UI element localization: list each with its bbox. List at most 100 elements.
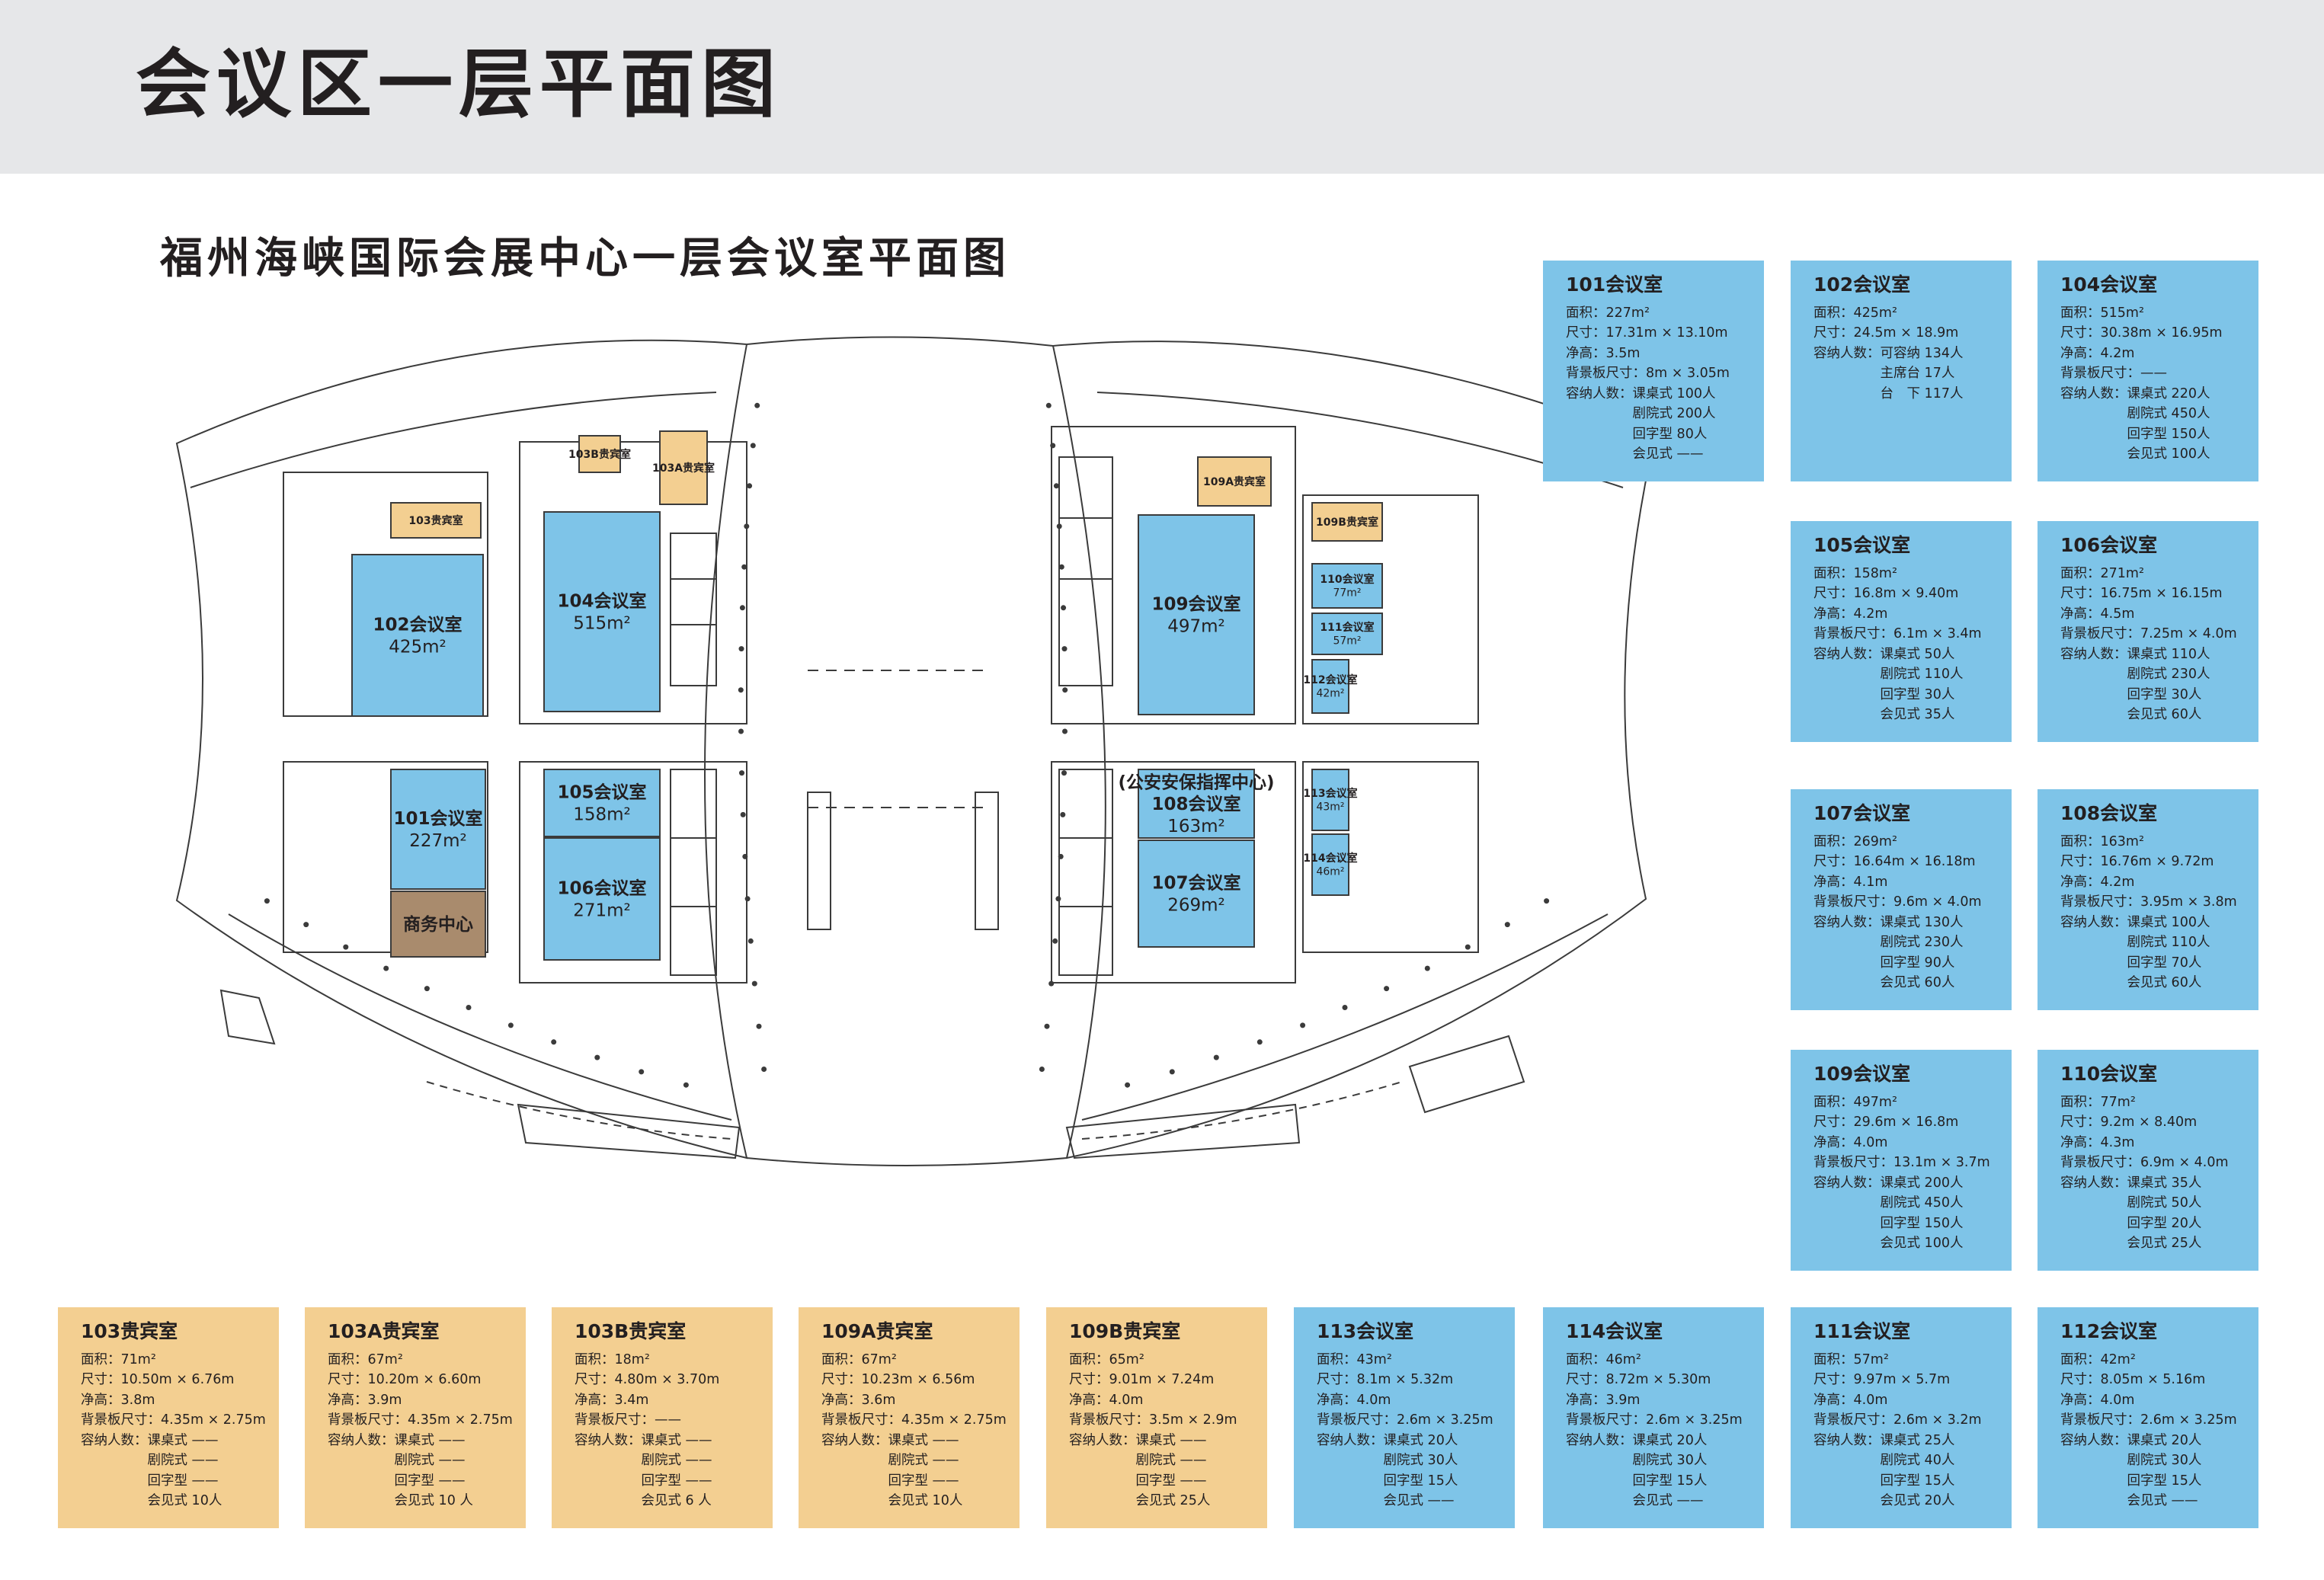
column-dot <box>1048 980 1055 987</box>
column-dot <box>1062 728 1068 734</box>
spec-card-line: 剧院式 110人 <box>1813 667 1964 683</box>
spec-card-line: 面积：65m² <box>1069 1351 1144 1367</box>
column-dot <box>1544 898 1550 904</box>
spec-card-line: 背景板尺寸：3.5m × 2.9m <box>1069 1412 1237 1428</box>
spec-card-line: 回字型 150人 <box>2060 426 2210 442</box>
column-dot <box>1384 986 1390 992</box>
spec-card-line: 容纳人数：课桌式 35人 <box>2060 1175 2202 1191</box>
room-label-109a: 109A贵宾室 <box>1203 475 1266 488</box>
room-label-109b: 109B贵宾室 <box>1316 516 1378 529</box>
spec-card-line: 剧院式 —— <box>575 1453 712 1469</box>
room-area-102: 425m² <box>389 637 447 657</box>
spec-card-line: 尺寸：9.01m × 7.24m <box>1069 1372 1215 1388</box>
spec-card-line: 容纳人数：课桌式 —— <box>575 1432 712 1448</box>
spec-card-line: 回字型 90人 <box>1813 955 1955 971</box>
spec-card-109b: 109B贵宾室面积：65m² 尺寸：9.01m × 7.24m 净高：4.0m 背景板… <box>1046 1307 1267 1528</box>
spec-card-line: 尺寸：16.75m × 16.15m <box>2060 586 2223 602</box>
room-113 <box>1311 769 1349 831</box>
room-label-104: 104会议室 <box>557 591 646 612</box>
spec-card-line: 容纳人数：课桌式 100人 <box>2060 914 2210 930</box>
column-dot <box>1050 443 1056 449</box>
spec-card-line: 会见式 60人 <box>2060 975 2202 991</box>
spec-card-line: 容纳人数：课桌式 —— <box>1069 1432 1207 1448</box>
column-dot <box>1053 483 1059 489</box>
spec-card-line: 净高：4.2m <box>2060 874 2135 890</box>
spec-card-line: 会见式 10人 <box>81 1493 222 1509</box>
spec-card-line: 尺寸：10.23m × 6.56m <box>821 1372 975 1388</box>
column-dot <box>738 646 744 652</box>
spec-card-line: 净高：4.0m <box>1069 1392 1144 1408</box>
spec-card-title: 106会议室 <box>2060 534 2158 556</box>
column-dot <box>738 728 744 734</box>
column-dot <box>738 687 744 693</box>
column-dot <box>1061 646 1068 652</box>
room-114 <box>1311 833 1349 896</box>
spec-card-line: 尺寸：16.64m × 16.18m <box>1813 854 1976 870</box>
spec-card-title: 101会议室 <box>1566 273 1663 296</box>
column-dot <box>1058 564 1064 570</box>
spec-card-line: 会见式 100人 <box>1813 1236 1964 1252</box>
spec-card-line: 净高：3.6m <box>821 1392 896 1408</box>
spec-card-line: 会见式 6 人 <box>575 1493 712 1509</box>
spec-card-line: 会见式 10人 <box>821 1493 963 1509</box>
spec-card-line: 剧院式 30人 <box>1566 1453 1708 1469</box>
room-area-101: 227m² <box>409 831 467 851</box>
spec-card-title: 109B贵宾室 <box>1069 1320 1181 1342</box>
room-109b <box>1311 502 1383 542</box>
column-dot <box>1504 922 1510 928</box>
spec-card-line: 背景板尺寸：3.95m × 3.8m <box>2060 894 2237 910</box>
room-106 <box>543 837 661 961</box>
spec-card-line: 剧院式 450人 <box>2060 406 2210 422</box>
spec-card-line: 尺寸：8.05m × 5.16m <box>2060 1372 2206 1388</box>
spec-card-line: 背景板尺寸：8m × 3.05m <box>1566 366 1730 382</box>
column-dot <box>507 1022 514 1028</box>
spec-card-line: 回字型 20人 <box>2060 1215 2202 1231</box>
spec-card-title: 103A贵宾室 <box>328 1320 440 1342</box>
spec-card-line: 会见式 10 人 <box>328 1493 473 1509</box>
room-label-107: 107会议室 <box>1151 873 1240 894</box>
spec-card-line: 会见式 —— <box>1317 1493 1455 1509</box>
column-dot <box>747 938 754 944</box>
column-dot <box>683 1082 689 1088</box>
page-title: 会议区一层平面图 <box>136 41 783 128</box>
room-111 <box>1311 612 1383 655</box>
header-bar <box>0 0 2324 174</box>
spec-card-line: 剧院式 110人 <box>2060 935 2210 951</box>
room-102 <box>351 554 484 717</box>
spec-card-line: 背景板尺寸：2.6m × 3.25m <box>1317 1412 1493 1428</box>
spec-card-line: 剧院式 200人 <box>1566 406 1716 422</box>
spec-card-line: 容纳人数：课桌式 130人 <box>1813 914 1964 930</box>
spec-card-line: 背景板尺寸：6.1m × 3.4m <box>1813 626 1982 642</box>
room-area-114: 46m² <box>1316 866 1344 878</box>
spec-card-title: 109会议室 <box>1813 1063 1911 1085</box>
spec-card-line: 容纳人数：课桌式 200人 <box>1813 1175 1964 1191</box>
spec-card-line: 回字型 15人 <box>1317 1473 1458 1489</box>
column-dot <box>744 896 751 902</box>
spec-card-line: 回字型 15人 <box>1813 1473 1955 1489</box>
spec-card-line: 面积：43m² <box>1317 1351 1392 1367</box>
spec-card-line: 剧院式 50人 <box>2060 1195 2202 1211</box>
spec-card-line: 尺寸：16.8m × 9.40m <box>1813 586 1959 602</box>
spec-card-line: 回字型 80人 <box>1566 426 1708 442</box>
room-107 <box>1138 840 1255 948</box>
spec-card-line: 回字型 —— <box>821 1473 959 1489</box>
spec-card-line: 背景板尺寸：13.1m × 3.7m <box>1813 1155 1990 1171</box>
column-dot <box>303 922 309 928</box>
spec-card-line: 回字型 —— <box>328 1473 466 1489</box>
room-area-104: 515m² <box>573 613 631 633</box>
column-dot <box>747 483 753 489</box>
column-dot <box>466 1005 472 1010</box>
room-note-108: (公安安保指挥中心) <box>1118 772 1274 792</box>
room-109 <box>1138 514 1255 715</box>
spec-card-line: 净高：4.3m <box>2060 1134 2135 1150</box>
spec-card-title: 107会议室 <box>1813 802 1911 824</box>
